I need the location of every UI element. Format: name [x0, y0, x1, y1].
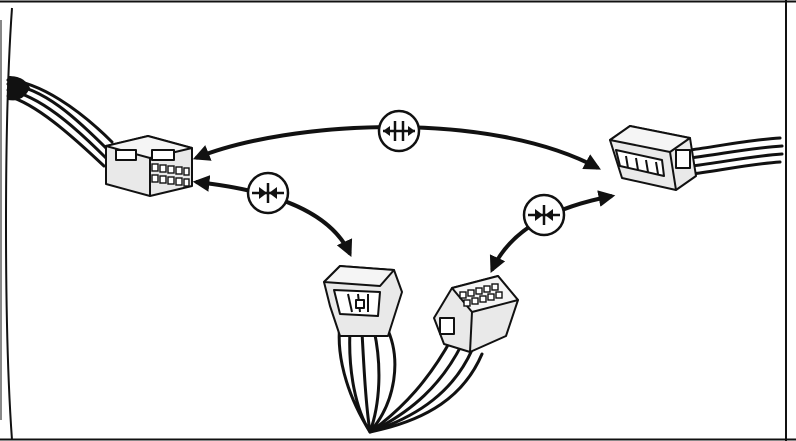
connector-bottom-female [433, 275, 519, 353]
harness-wires-bottom [337, 298, 484, 434]
arrow-left-connect [192, 175, 353, 258]
pin-cavities-bottom [459, 283, 503, 307]
pin-cavities-left [151, 163, 190, 187]
connector-bottom-male [323, 265, 403, 337]
connect-symbol-icon [246, 171, 290, 215]
connect-symbol-icon-2 [522, 193, 566, 237]
connector-left [6, 76, 193, 197]
harness-wires-right [688, 136, 784, 176]
disconnect-symbol-icon [377, 109, 421, 153]
connector-right [609, 125, 784, 191]
